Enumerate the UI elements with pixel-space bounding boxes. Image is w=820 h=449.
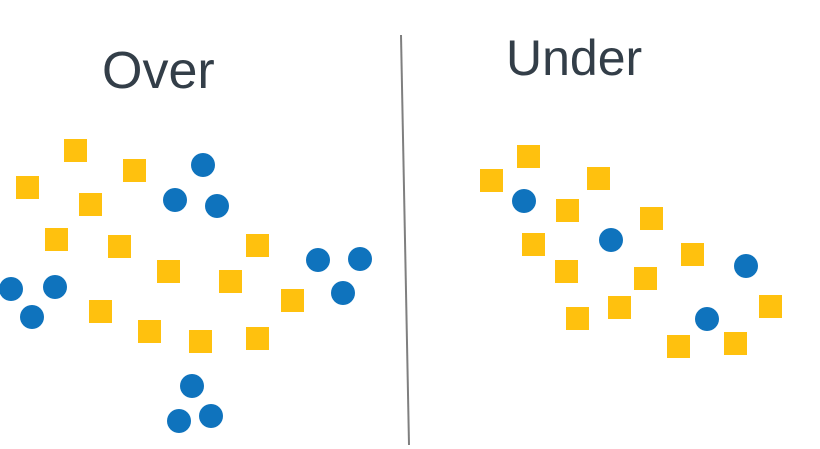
- minority-class-circle: [167, 409, 191, 433]
- minority-class-circle: [0, 277, 23, 301]
- majority-class-square: [758, 294, 782, 318]
- majority-class-square: [63, 138, 87, 162]
- majority-class-square: [280, 288, 304, 312]
- majority-class-square: [633, 266, 657, 290]
- majority-class-square: [137, 319, 161, 343]
- majority-class-square: [156, 259, 180, 283]
- majority-class-square: [723, 331, 747, 355]
- minority-class-circle: [734, 254, 758, 278]
- majority-class-square: [107, 234, 131, 258]
- minority-class-circle: [512, 189, 536, 213]
- minority-class-circle: [306, 248, 330, 272]
- minority-class-circle: [163, 188, 187, 212]
- majority-class-square: [555, 198, 579, 222]
- minority-class-circle: [20, 305, 44, 329]
- minority-class-circle: [331, 281, 355, 305]
- majority-class-square: [78, 192, 102, 216]
- majority-class-square: [218, 269, 242, 293]
- majority-class-square: [479, 168, 503, 192]
- minority-class-circle: [205, 194, 229, 218]
- panel-title-over: Over: [102, 42, 215, 100]
- minority-class-circle: [695, 307, 719, 331]
- majority-class-square: [666, 334, 690, 358]
- panel-title-under: Under: [506, 30, 643, 86]
- majority-class-square: [565, 306, 589, 330]
- majority-class-square: [188, 329, 212, 353]
- majority-class-square: [639, 206, 663, 230]
- majority-class-square: [245, 233, 269, 257]
- minority-class-circle: [599, 228, 623, 252]
- divider-line: [400, 34, 410, 446]
- majority-class-square: [44, 227, 68, 251]
- majority-class-square: [554, 259, 578, 283]
- minority-class-circle: [191, 153, 215, 177]
- majority-class-square: [521, 232, 545, 256]
- majority-class-square: [516, 144, 540, 168]
- minority-class-circle: [199, 404, 223, 428]
- majority-class-square: [586, 166, 610, 190]
- minority-class-circle: [348, 247, 372, 271]
- majority-class-square: [245, 326, 269, 350]
- majority-class-square: [15, 175, 39, 199]
- majority-class-square: [88, 299, 112, 323]
- minority-class-circle: [180, 374, 204, 398]
- majority-class-square: [607, 295, 631, 319]
- majority-class-square: [122, 158, 146, 182]
- majority-class-square: [680, 242, 704, 266]
- minority-class-circle: [43, 275, 67, 299]
